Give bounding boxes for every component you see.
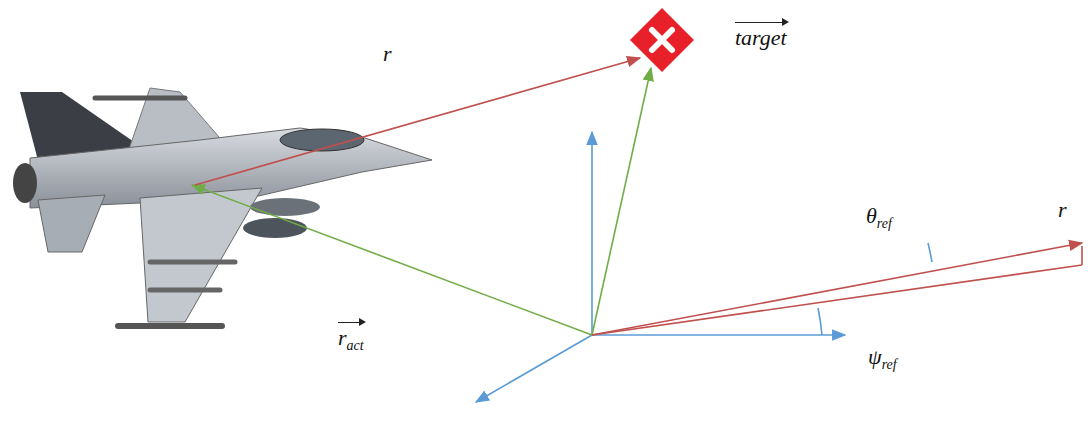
jet-illustration: [13, 88, 432, 326]
vector-label: target: [735, 22, 787, 50]
vector-label: ract: [338, 322, 364, 350]
axes: [476, 132, 932, 402]
subscript-text: ref: [882, 357, 897, 372]
vector-label: r⃗: [383, 42, 409, 66]
symbol-text: θ: [866, 203, 877, 228]
angle-label: θref: [866, 204, 892, 228]
symbol-text: r: [338, 325, 347, 350]
subscript-text: ref: [877, 216, 892, 231]
symbol-text: ψ: [868, 344, 882, 369]
symbol-text: target: [735, 25, 787, 50]
angle-label: ψref: [868, 345, 897, 369]
symbol-text: r⃗: [1058, 197, 1084, 222]
vectors: [192, 58, 1082, 335]
target-icon: [630, 8, 694, 72]
subscript-text: act: [347, 338, 364, 353]
vector-label: r⃗: [1058, 198, 1084, 222]
symbol-text: r⃗: [383, 41, 409, 66]
